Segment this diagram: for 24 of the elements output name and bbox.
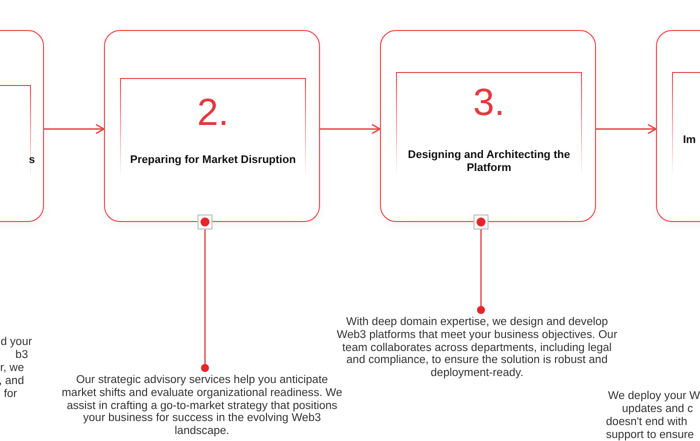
description-text: support to ensure — [606, 429, 694, 441]
leader-line — [474, 214, 488, 314]
description-text: b3 — [15, 349, 28, 362]
step-card — [380, 30, 596, 222]
description-text: for — [4, 388, 17, 401]
step-number: 2. — [196, 93, 230, 133]
description-text: updates and c — [622, 403, 693, 416]
leader-line — [198, 214, 212, 372]
description-text: We deploy your W — [608, 390, 700, 403]
arrow — [44, 124, 105, 134]
step-title: Preparing for Market Disruption — [130, 154, 296, 167]
step-panel — [120, 78, 306, 178]
step-panel — [396, 72, 582, 177]
step-number: 3. — [472, 83, 506, 123]
arrow — [596, 124, 657, 134]
description-text: , and — [0, 375, 24, 388]
step-title: Designing and Architecting the Platform — [406, 149, 572, 175]
step-title: s — [28, 154, 35, 167]
description-text: r, we — [0, 362, 24, 375]
step-card — [104, 30, 320, 222]
description-text: doesn't end with — [606, 416, 688, 429]
step-title: Im — [683, 134, 696, 147]
arrow — [320, 124, 381, 134]
description-text: d your — [0, 336, 32, 349]
